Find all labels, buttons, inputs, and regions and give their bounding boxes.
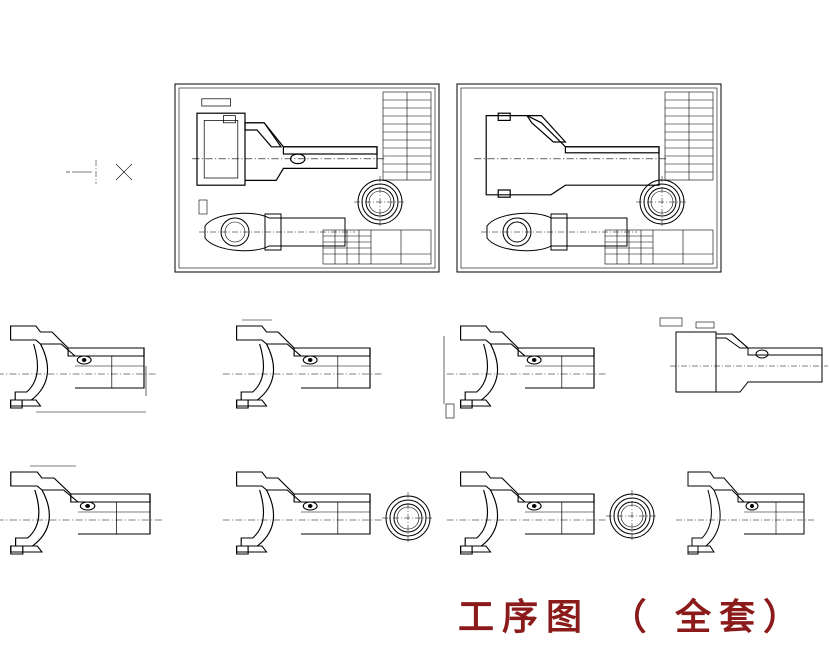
section-ring-1 (381, 491, 435, 545)
process-view-3 (443, 325, 607, 419)
process-view-7 (446, 471, 607, 555)
section-ring-2 (605, 489, 659, 543)
process-view-8 (675, 471, 815, 555)
drawing-sheet-1 (174, 83, 440, 273)
caption-title: 工序图 （ 全套） (458, 596, 808, 638)
drawing-sheet-2 (456, 83, 722, 273)
axis-symbol (66, 160, 133, 184)
process-view-5 (0, 465, 163, 555)
process-view-6 (222, 471, 383, 555)
process-view-2 (222, 319, 383, 409)
process-view-1 (0, 325, 157, 413)
process-view-4 (659, 317, 828, 393)
